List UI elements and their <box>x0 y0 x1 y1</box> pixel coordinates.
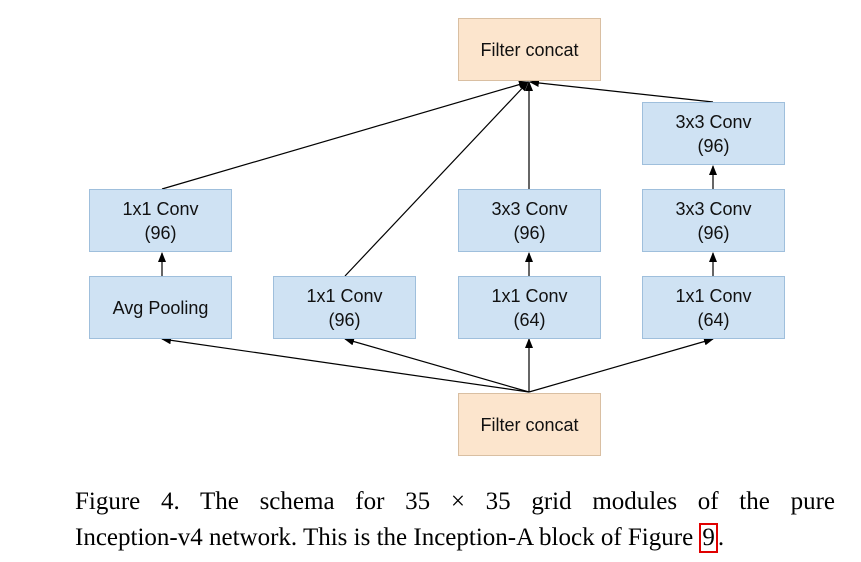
top-filter-concat: Filter concat <box>458 18 601 81</box>
branch4-1x1-conv: 1x1 Conv (64) <box>642 276 785 339</box>
inception-a-diagram: Filter concat 3x3 Conv (96) 1x1 Conv (96… <box>89 18 785 456</box>
branch1-avg-pooling: Avg Pooling <box>89 276 232 339</box>
connection-arrows <box>158 79 717 393</box>
figure-reference-link[interactable]: 9 <box>699 523 718 553</box>
branch4-3x3-conv-top: 3x3 Conv (96) <box>642 102 785 165</box>
arrow-branch4-to-concat <box>529 79 714 103</box>
caption-line-2-end: . <box>717 524 725 551</box>
caption-line-1: Figure 4. The schema for 35 × 35 grid mo… <box>75 488 835 515</box>
arrow-branch2-to-concat <box>344 81 529 277</box>
arrow-concat-to-branch2-conv <box>344 337 530 393</box>
arrow-branch1-to-concat <box>161 80 529 190</box>
branch3-1x1-conv: 1x1 Conv (64) <box>458 276 601 339</box>
branch3-3x3-conv: 3x3 Conv (96) <box>458 189 601 252</box>
arrow-concat-to-branch4-conv <box>528 337 714 393</box>
figure-caption: Figure 4. The schema for 35 × 35 grid mo… <box>75 484 835 556</box>
caption-line-2-text: Inception-v4 network. This is the Incept… <box>75 524 700 551</box>
branch4-3x3-conv-middle: 3x3 Conv (96) <box>642 189 785 252</box>
branch1-1x1-conv: 1x1 Conv (96) <box>89 189 232 252</box>
bottom-filter-concat: Filter concat <box>458 393 601 456</box>
arrow-concat-to-avgpool <box>161 336 530 393</box>
caption-line-2: Inception-v4 network. This is the Incept… <box>75 520 835 556</box>
branch2-1x1-conv: 1x1 Conv (96) <box>273 276 416 339</box>
